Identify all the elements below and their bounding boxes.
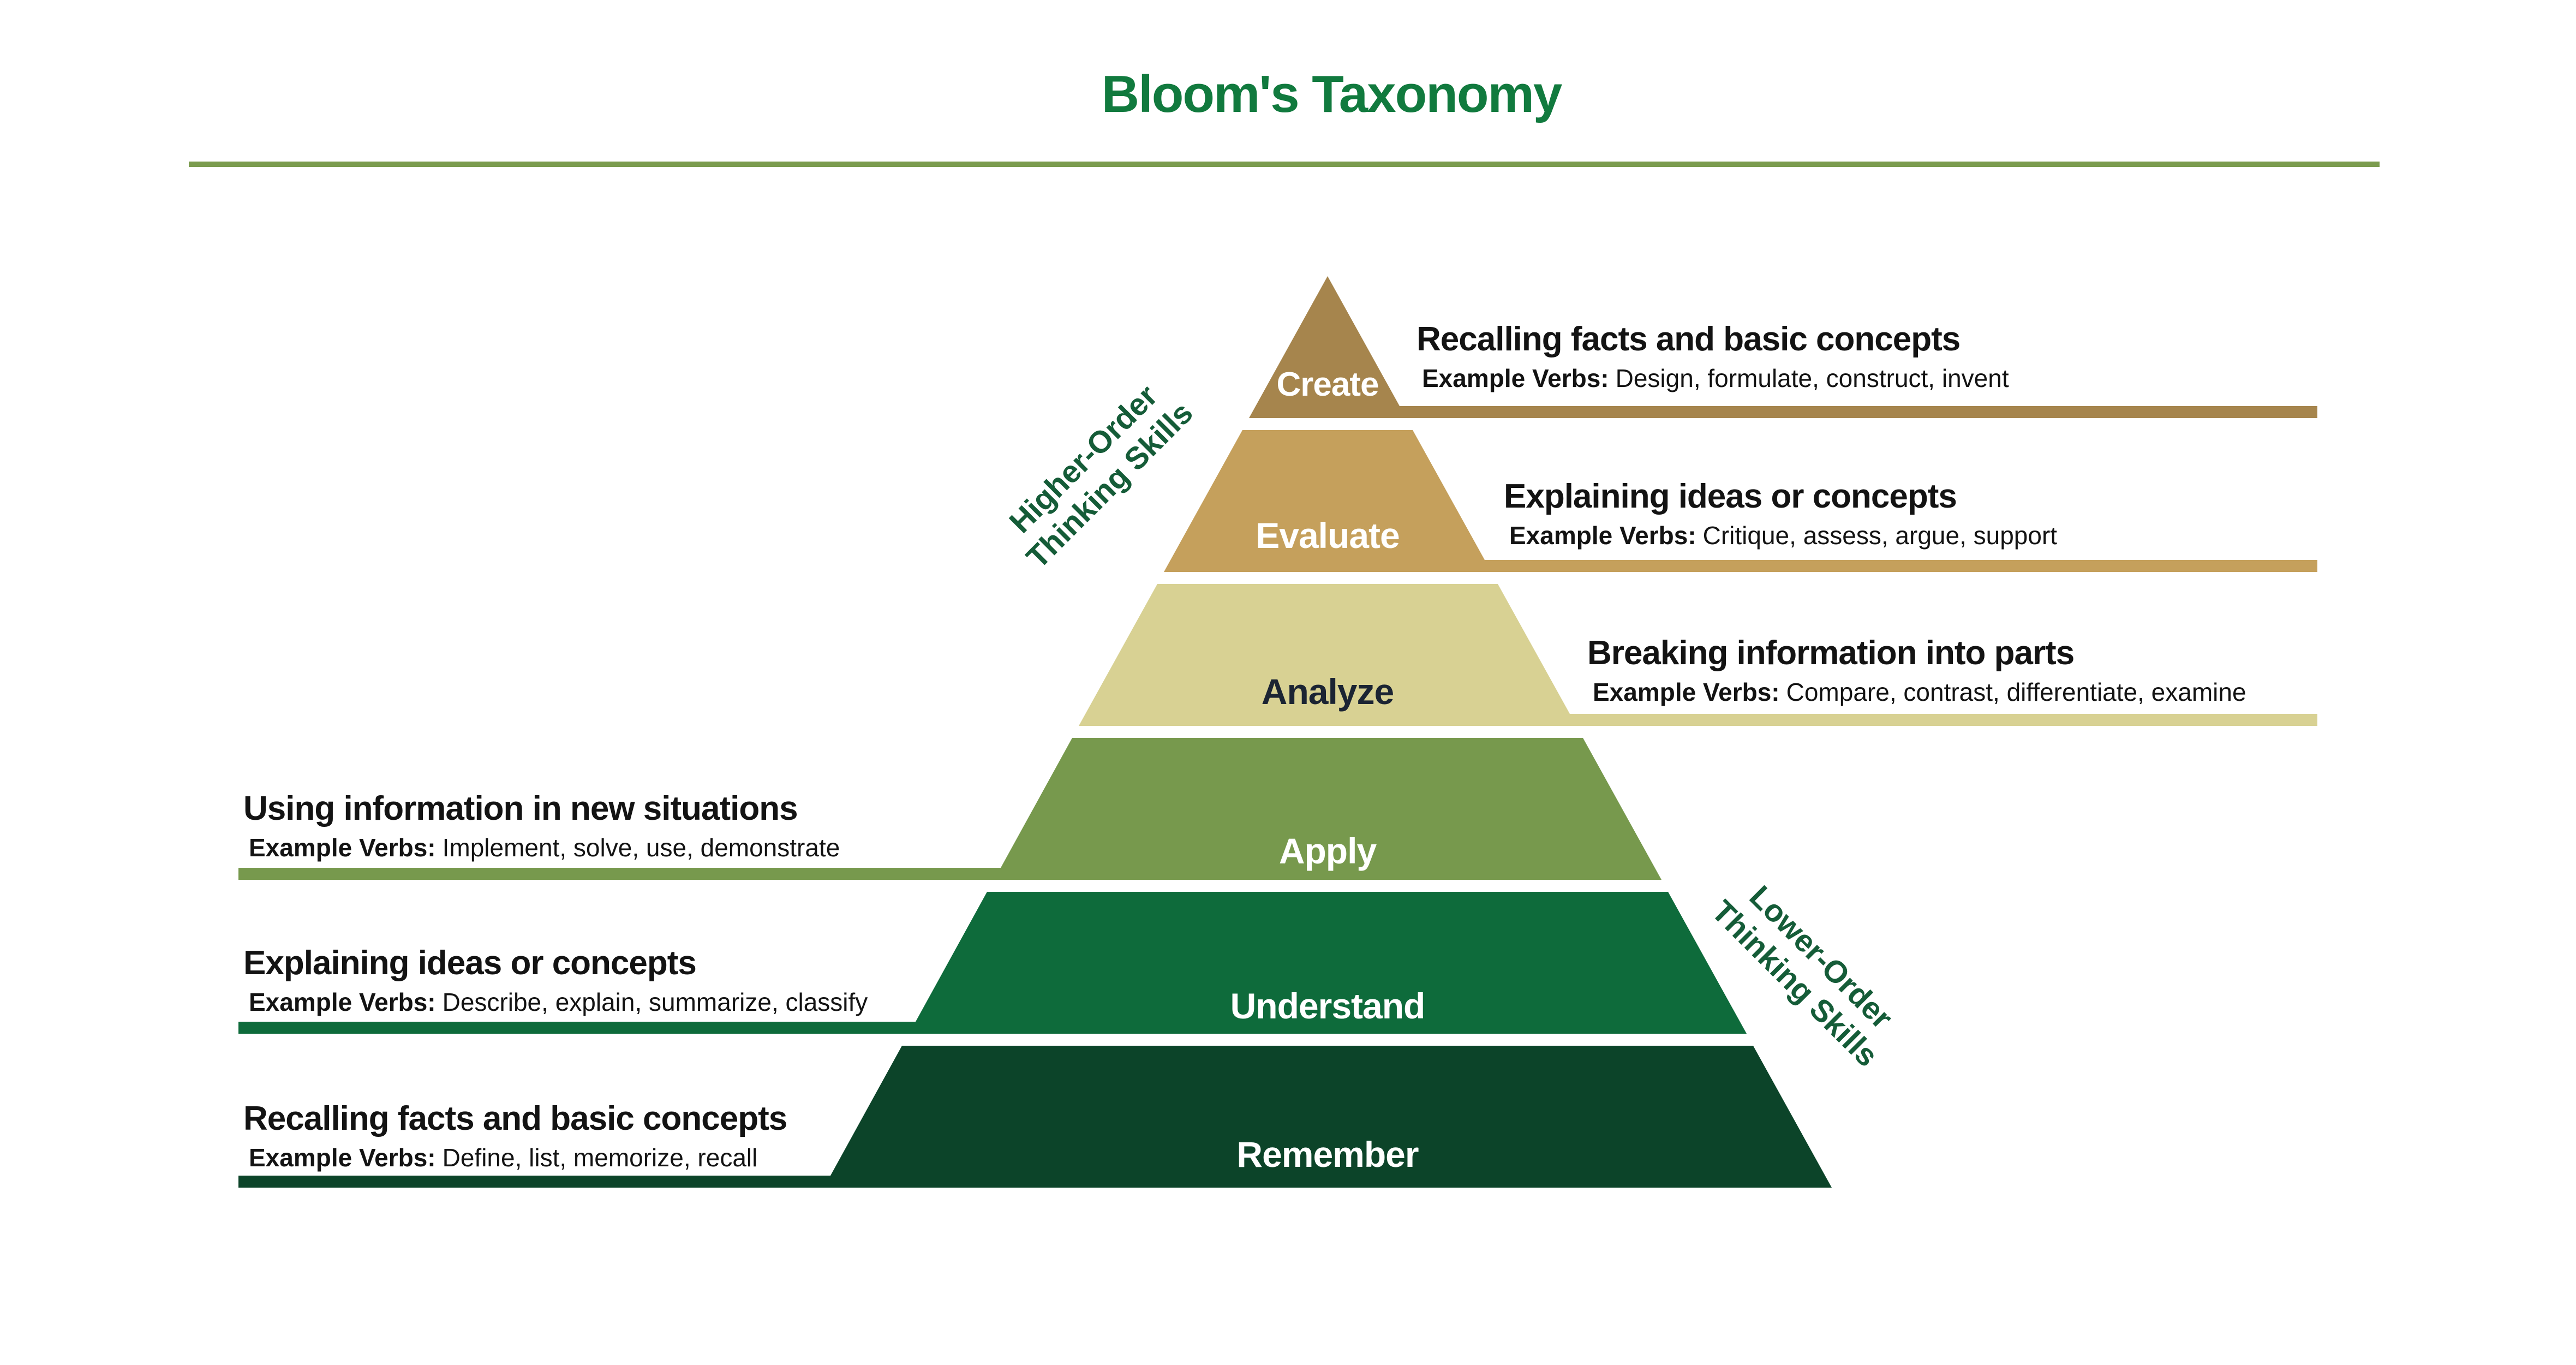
- annotation-understand-heading: Explaining ideas or concepts: [243, 944, 697, 982]
- verbs-list: Critique, assess, argue, support: [1702, 521, 2058, 550]
- level-create-label: Create: [1277, 366, 1379, 403]
- level-remember-label: Remember: [1236, 1134, 1418, 1175]
- annotation-create-verbs: Example Verbs:Design, formulate, constru…: [1416, 365, 2009, 392]
- verbs-prefix: Example Verbs:: [249, 833, 436, 862]
- level-understand-label: Understand: [1230, 986, 1425, 1026]
- verbs-prefix: Example Verbs:: [1593, 678, 1780, 707]
- verbs-list: Compare, contrast, differentiate, examin…: [1786, 678, 2246, 707]
- annotation-remember-heading: Recalling facts and basic concepts: [243, 1100, 787, 1137]
- level-apply-shape: [238, 738, 1661, 880]
- verbs-list: Define, list, memorize, recall: [442, 1143, 758, 1172]
- level-apply-label: Apply: [1279, 831, 1377, 871]
- verbs-prefix: Example Verbs:: [1422, 364, 1609, 393]
- level-evaluate-label: Evaluate: [1256, 515, 1399, 556]
- level-evaluate-shape: [1164, 430, 2317, 572]
- verbs-list: Describe, explain, summarize, classify: [442, 988, 868, 1017]
- annotation-evaluate-verbs: Example Verbs:Critique, assess, argue, s…: [1504, 522, 2057, 550]
- verbs-prefix: Example Verbs:: [249, 988, 436, 1017]
- title-underline-rule: [189, 162, 2380, 167]
- verbs-prefix: Example Verbs:: [249, 1143, 436, 1172]
- level-understand-shape: [238, 892, 1747, 1034]
- level-remember-shape: [238, 1046, 1832, 1188]
- annotation-evaluate: Explaining ideas or concepts Example Ver…: [1504, 478, 2057, 550]
- annotation-evaluate-heading: Explaining ideas or concepts: [1504, 478, 1957, 515]
- annotation-apply: Using information in new situations Exam…: [243, 790, 840, 862]
- annotation-remember-verbs: Example Verbs:Define, list, memorize, re…: [243, 1144, 787, 1172]
- level-analyze-shape: [1079, 584, 2317, 726]
- page-title: Bloom's Taxonomy: [1101, 65, 1563, 123]
- annotation-analyze-heading: Breaking information into parts: [1587, 634, 2075, 672]
- annotation-remember: Recalling facts and basic concepts Examp…: [243, 1100, 787, 1172]
- level-create-shape: [1249, 276, 2317, 418]
- level-analyze-label: Analyze: [1262, 671, 1394, 712]
- annotation-understand-verbs: Example Verbs:Describe, explain, summari…: [243, 988, 868, 1016]
- verbs-list: Design, formulate, construct, invent: [1615, 364, 2009, 393]
- annotation-create: Recalling facts and basic concepts Examp…: [1416, 320, 2009, 392]
- verbs-list: Implement, solve, use, demonstrate: [442, 833, 840, 862]
- annotation-apply-heading: Using information in new situations: [243, 790, 798, 827]
- annotation-understand: Explaining ideas or concepts Example Ver…: [243, 944, 868, 1016]
- annotation-analyze: Breaking information into parts Example …: [1587, 634, 2246, 706]
- verbs-prefix: Example Verbs:: [1509, 521, 1696, 550]
- annotation-apply-verbs: Example Verbs:Implement, solve, use, dem…: [243, 834, 840, 862]
- annotation-analyze-verbs: Example Verbs:Compare, contrast, differe…: [1587, 678, 2246, 706]
- annotation-create-heading: Recalling facts and basic concepts: [1416, 320, 1961, 358]
